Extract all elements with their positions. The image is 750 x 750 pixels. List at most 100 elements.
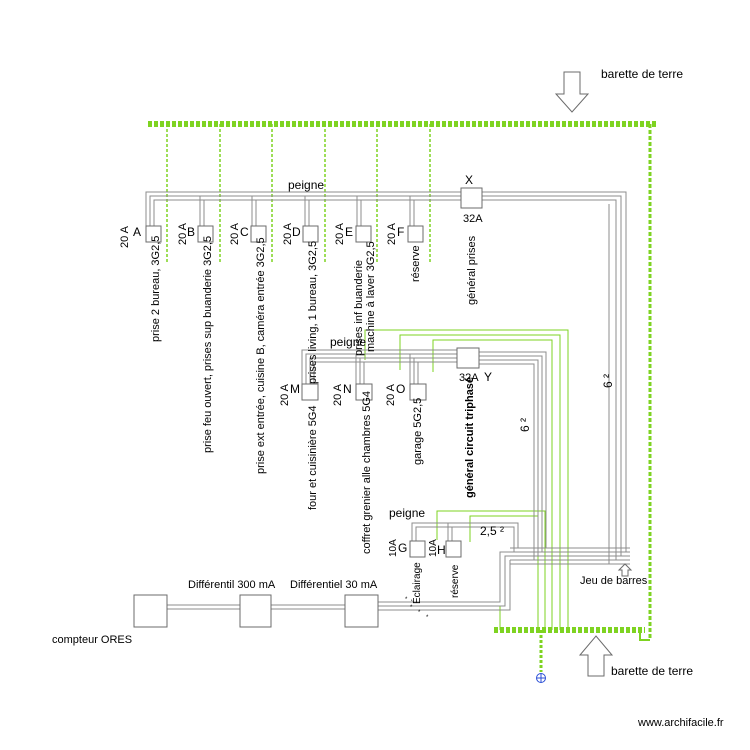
circuit-f-rating: 20 A bbox=[386, 222, 398, 245]
circuit-g-letter: G bbox=[398, 541, 407, 555]
ground-bar-label-top: barette de terre bbox=[601, 67, 683, 81]
circuit-h-desc: réserve bbox=[450, 564, 461, 598]
circuit-a-rating: 20 A bbox=[119, 225, 131, 248]
diff-300-box bbox=[239, 594, 272, 628]
main-feed bbox=[378, 555, 510, 607]
circuit-b-desc: prise feu ouvert, prises sup buanderie 3… bbox=[202, 236, 214, 453]
breaker-y-letter: Y bbox=[484, 370, 492, 384]
circuit-m-desc: four et cuisinière 5G4 bbox=[307, 405, 319, 510]
breaker-o-box bbox=[409, 383, 427, 401]
circuit-d-rating: 20 A bbox=[282, 222, 294, 245]
mid-ground-wire bbox=[399, 334, 561, 630]
y-feeder bbox=[479, 355, 543, 552]
circuit-n-desc: coffret grenier alle chambres 5G4 bbox=[361, 391, 373, 554]
circuit-f-letter: F bbox=[397, 225, 404, 239]
main-feed bbox=[378, 560, 511, 611]
earth-symbol-icon bbox=[536, 673, 546, 683]
breaker-n-box bbox=[355, 383, 373, 401]
circuit-e-desc: prises inf buanderie bbox=[353, 260, 365, 356]
bus-wiring bbox=[145, 191, 630, 611]
circuits-top: 20 A A prise 2 bureau, 3G2,5 20 A B pris… bbox=[119, 222, 422, 474]
meter-label: compteur ORES bbox=[52, 634, 132, 646]
breaker-b-box bbox=[197, 225, 214, 243]
bottom-ground-wire bbox=[436, 510, 546, 630]
arrow-down-icon bbox=[554, 71, 590, 113]
circuit-a-desc: prise 2 bureau, 3G2,5 bbox=[150, 236, 162, 342]
breaker-g-box bbox=[409, 540, 426, 558]
circuit-a-letter: A bbox=[133, 225, 141, 239]
bottom-comb-wire bbox=[411, 522, 519, 548]
svg-text:*: * bbox=[418, 610, 421, 616]
busbar-label: Jeu de barres bbox=[580, 575, 648, 587]
svg-text:*: * bbox=[426, 615, 429, 621]
mid-comb-wire bbox=[313, 361, 457, 384]
circuit-d-letter: D bbox=[292, 225, 301, 239]
cable-size-label: 6 ² bbox=[601, 374, 615, 388]
circuit-m-letter: M bbox=[290, 382, 300, 396]
breaker-y-desc: général circuit triphasé bbox=[464, 377, 476, 498]
svg-text:*: * bbox=[405, 597, 408, 603]
top-comb-wire bbox=[153, 199, 617, 560]
circuit-o-desc: garage 5G2,5 bbox=[412, 398, 424, 465]
circuit-c-rating: 20 A bbox=[229, 222, 241, 245]
comb-label-bottom: peigne bbox=[389, 506, 425, 520]
watermark: www.archifacile.fr bbox=[637, 717, 724, 729]
mid-comb-wire bbox=[309, 357, 457, 384]
meter-box bbox=[133, 594, 168, 628]
ground-bar-label-bottom: barette de terre bbox=[611, 664, 693, 678]
cable-size-label: 2,5 ² bbox=[480, 524, 504, 538]
circuit-h-rating: 10A bbox=[428, 539, 439, 557]
breaker-x-desc: général prises bbox=[466, 235, 478, 305]
mid-comb-wire bbox=[305, 353, 457, 384]
comb-label-top: peigne bbox=[288, 178, 324, 192]
top-comb-wire bbox=[145, 191, 627, 552]
circuits-mid: 20 A M four et cuisinière 5G4 20 A N cof… bbox=[279, 382, 424, 554]
diff-30-box bbox=[344, 594, 379, 628]
breaker-d-box bbox=[302, 225, 319, 243]
breaker-a-box bbox=[145, 225, 162, 243]
breaker-c-box bbox=[250, 225, 267, 243]
labels: barette de terre barette de terre peigne… bbox=[52, 67, 724, 729]
mid-comb-wire bbox=[301, 349, 457, 384]
arrow-up-icon bbox=[578, 635, 614, 677]
circuit-h-letter: H bbox=[437, 543, 446, 557]
circuit-m-rating: 20 A bbox=[279, 383, 291, 406]
circuit-e-desc-2: machine à laver 3G2,5 bbox=[365, 241, 377, 352]
devices bbox=[133, 187, 483, 628]
bottom-comb-wire bbox=[415, 526, 515, 552]
breaker-x-box bbox=[460, 187, 483, 209]
breaker-e-box bbox=[355, 225, 372, 243]
y-feeder bbox=[479, 351, 547, 548]
circuits-bottom: 10A G Éclairage 10A H réserve bbox=[388, 539, 461, 604]
circuit-e-letter: E bbox=[345, 225, 353, 239]
diff-300-label: Différentil 300 mA bbox=[188, 579, 276, 591]
breaker-x-rating: 32A bbox=[463, 213, 483, 225]
circuit-o-rating: 20 A bbox=[385, 383, 397, 406]
mid-ground-wire bbox=[364, 329, 569, 630]
breaker-m-box bbox=[301, 383, 319, 401]
diff-30-label: Différentiel 30 mA bbox=[290, 579, 378, 591]
bottom-ground-wire bbox=[469, 515, 539, 630]
breaker-f-box bbox=[407, 225, 424, 243]
svg-text:*: * bbox=[410, 605, 413, 611]
circuit-c-letter: C bbox=[240, 225, 249, 239]
breaker-y-rating: 32A bbox=[459, 372, 479, 384]
circuit-o-letter: O bbox=[396, 382, 405, 396]
circuit-c-desc: prise ext entrée, cuisine B, caméra entr… bbox=[255, 237, 267, 474]
main-feed bbox=[378, 551, 510, 603]
breaker-h-box bbox=[445, 540, 462, 558]
circuit-b-letter: B bbox=[187, 225, 195, 239]
circuit-n-rating: 20 A bbox=[332, 383, 344, 406]
circuit-f-desc: réserve bbox=[410, 245, 422, 282]
breaker-x-letter: X bbox=[465, 173, 473, 187]
circuit-g-desc: Éclairage bbox=[410, 562, 423, 604]
y-feeder bbox=[479, 363, 535, 560]
circuit-b-rating: 20 A bbox=[177, 222, 189, 245]
circuit-n-letter: N bbox=[343, 382, 352, 396]
mid-ground-wire bbox=[432, 339, 553, 630]
circuit-g-rating: 10A bbox=[388, 539, 399, 557]
circuit-d-desc: prises living, 1 bureau, 3G2,5 bbox=[307, 241, 319, 384]
circuit-e-rating: 20 A bbox=[334, 222, 346, 245]
top-comb-wire bbox=[149, 195, 622, 556]
